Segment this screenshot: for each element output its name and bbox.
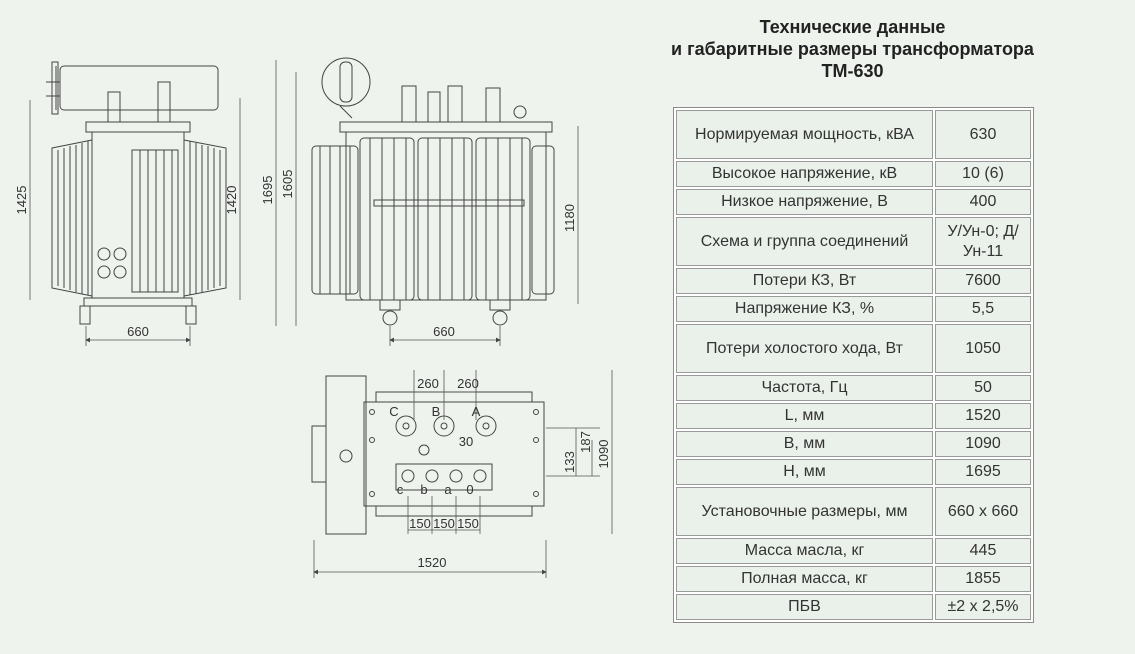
spec-label: B, мм bbox=[676, 431, 933, 457]
dim-lv-spacing-150-3: 150 bbox=[457, 516, 479, 531]
phase-label-lv-b: b bbox=[420, 482, 427, 497]
spec-label: Нормируемая мощность, кВА bbox=[676, 110, 933, 159]
spec-value: 50 bbox=[935, 375, 1031, 401]
dim-lv-spacing-150-2: 150 bbox=[433, 516, 455, 531]
spec-label: Напряжение КЗ, % bbox=[676, 296, 933, 322]
spec-value: 10 (6) bbox=[935, 161, 1031, 187]
dim-top-depth-1090: 1090 bbox=[596, 440, 611, 469]
phase-label-lv-0: 0 bbox=[466, 482, 473, 497]
dim-lv-spacing-150-1: 150 bbox=[409, 516, 431, 531]
dim-side-height-1420: 1420 bbox=[224, 186, 239, 215]
dim-side-width-660: 660 bbox=[127, 324, 149, 339]
spec-row: Напряжение КЗ, %5,5 bbox=[676, 296, 1031, 322]
side-view-drawing bbox=[46, 61, 227, 325]
spec-value: 1855 bbox=[935, 566, 1031, 592]
dim-top-spacing-260-right: 260 bbox=[457, 376, 479, 391]
transformer-drawings: 1425 1420 660 bbox=[14, 57, 613, 578]
spec-label: Полная масса, кг bbox=[676, 566, 933, 592]
spec-label: Установочные размеры, мм bbox=[676, 487, 933, 536]
dim-front-height-1605: 1605 bbox=[280, 170, 295, 199]
title-line-3: ТМ-630 bbox=[821, 61, 884, 81]
spec-value: У/Ун-0; Д/Ун-11 bbox=[935, 217, 1031, 266]
spec-label: Масса масла, кг bbox=[676, 538, 933, 564]
spec-label: Потери КЗ, Вт bbox=[676, 268, 933, 294]
spec-value: 400 bbox=[935, 189, 1031, 215]
title-line-1: Технические данные bbox=[759, 17, 946, 37]
dim-top-187: 187 bbox=[578, 431, 593, 453]
spec-value: 1520 bbox=[935, 403, 1031, 429]
spec-label: Схема и группа соединений bbox=[676, 217, 933, 266]
spec-label: ПБВ bbox=[676, 594, 933, 620]
dim-top-spacing-260-left: 260 bbox=[417, 376, 439, 391]
title-line-2: и габаритные размеры трансформатора bbox=[671, 39, 1034, 59]
spec-value: 7600 bbox=[935, 268, 1031, 294]
phase-label-hv-c: C bbox=[389, 404, 398, 419]
dim-top-offset-30: 30 bbox=[459, 434, 473, 449]
page-title: Технические данные и габаритные размеры … bbox=[640, 16, 1065, 82]
spec-label: Низкое напряжение, В bbox=[676, 189, 933, 215]
dim-side-height-1425: 1425 bbox=[14, 186, 29, 215]
spec-value: 5,5 bbox=[935, 296, 1031, 322]
spec-label: Высокое напряжение, кВ bbox=[676, 161, 933, 187]
spec-label: H, мм bbox=[676, 459, 933, 485]
dim-front-width-660: 660 bbox=[433, 324, 455, 339]
spec-value: 630 bbox=[935, 110, 1031, 159]
phase-label-lv-a: a bbox=[444, 482, 452, 497]
dim-front-height-1695: 1695 bbox=[260, 176, 275, 205]
spec-value: ±2 x 2,5% bbox=[935, 594, 1031, 620]
spec-label: Частота, Гц bbox=[676, 375, 933, 401]
spec-value: 1050 bbox=[935, 324, 1031, 373]
top-view-drawing bbox=[311, 375, 545, 535]
dim-front-tank-1180: 1180 bbox=[562, 204, 577, 232]
spec-label: L, мм bbox=[676, 403, 933, 429]
spec-label: Потери холостого хода, Вт bbox=[676, 324, 933, 373]
spec-row: ПБВ±2 x 2,5% bbox=[676, 594, 1031, 620]
dim-top-133: 133 bbox=[562, 451, 577, 473]
front-view-drawing bbox=[311, 57, 555, 326]
spec-value: 1695 bbox=[935, 459, 1031, 485]
dim-top-length-1520: 1520 bbox=[418, 555, 447, 570]
phase-label-lv-c: c bbox=[397, 482, 404, 497]
spec-value: 445 bbox=[935, 538, 1031, 564]
spec-value: 1090 bbox=[935, 431, 1031, 457]
phase-label-hv-a: A bbox=[472, 404, 481, 419]
phase-label-hv-b: B bbox=[432, 404, 441, 419]
spec-value: 660 x 660 bbox=[935, 487, 1031, 536]
